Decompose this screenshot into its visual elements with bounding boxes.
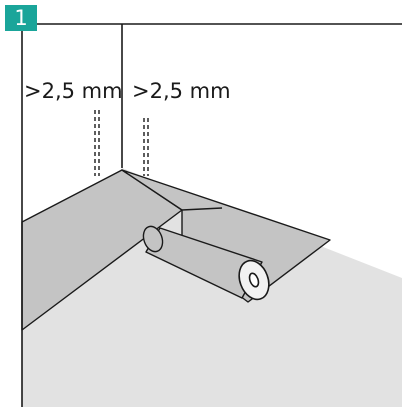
gap-marker-right [143, 118, 149, 176]
underlay-roll [142, 225, 270, 301]
gap-label-right: >2,5 mm [132, 79, 231, 103]
underlay-seam [181, 207, 223, 211]
step-number-badge: 1 [5, 5, 37, 31]
gap-marker-left [94, 110, 100, 176]
gap-label-left: >2,5 mm [24, 79, 123, 103]
